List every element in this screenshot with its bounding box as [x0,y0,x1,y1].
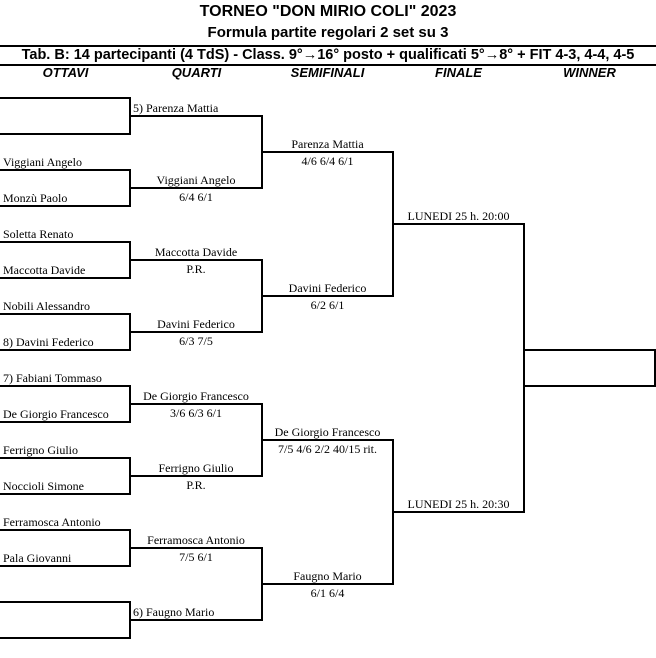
bracket-line [393,511,525,513]
bracket-line [130,115,263,117]
bracket-line [0,529,131,531]
player-name: Noccioli Simone [3,479,84,493]
player-name: Ferramosca Antonio [3,515,101,529]
column-finale: FINALE [435,65,482,80]
player-name: Viggiani Angelo [156,173,236,187]
player-name: De Giorgio Francesco [274,425,381,439]
bracket-line [0,457,131,459]
match-score: 3/6 6/3 6/1 [169,406,222,420]
player-name: Nobili Alessandro [3,299,90,313]
bracket-line [262,151,394,153]
bracket-line [262,439,394,441]
bracket-line [0,349,131,351]
player-name: Davini Federico [288,281,367,295]
bracket-line [130,619,263,621]
player-name: LUNEDI 25 h. 20:30 [407,497,510,511]
player-name: Ferrigno Giulio [3,443,78,457]
match-score: 6/4 6/1 [179,190,213,204]
divider [0,45,656,47]
winner-line [524,385,655,387]
player-name: 7) Fabiani Tommaso [3,371,102,385]
player-name: Monzù Paolo [3,191,68,205]
match-score: 7/5 4/6 2/2 40/15 rit. [278,442,377,456]
match-score: 6/2 6/1 [310,298,345,312]
bracket-line [0,313,131,315]
bracket-line [130,403,263,405]
bracket-line [0,385,131,387]
bracket-line [0,241,131,243]
player-name: 6) Faugno Mario [133,605,215,619]
bracket-line [130,475,263,477]
match-score: P.R. [186,478,206,492]
winner-connector [523,349,525,387]
bracket-line [0,565,131,567]
player-name: 8) Davini Federico [3,335,94,349]
player-name: De Giorgio Francesco [3,407,109,421]
player-name: Faugno Mario [293,569,362,583]
match-format: Formula partite regolari 2 set su 3 [207,24,449,41]
player-name: LUNEDI 25 h. 20:00 [407,209,510,223]
bracket-line [262,583,394,585]
column-ottavi: OTTAVI [42,65,89,80]
bracket-line [0,421,131,423]
player-name: 5) Parenza Mattia [133,101,219,115]
player-name: Parenza Mattia [291,137,364,151]
divider [0,64,656,66]
table-info: Tab. B: 14 partecipanti (4 TdS) - Class.… [21,47,635,63]
bracket-line [0,133,131,135]
bracket-line [130,259,263,261]
bracket-line [0,97,131,99]
bracket-line [0,205,131,207]
tournament-title: TORNEO "DON MIRIO COLI" 2023 [199,3,457,20]
bracket-line [0,637,131,639]
bracket-line [0,169,131,171]
column-semifinali: SEMIFINALI [290,65,365,80]
bracket-line [130,187,263,189]
bracket-line [0,277,131,279]
player-name: Maccotta Davide [3,263,86,277]
match-score: 7/5 6/1 [179,550,213,564]
player-name: Viggiani Angelo [3,155,82,169]
column-quarti: QUARTI [171,65,222,80]
bracket-line [0,493,131,495]
player-name: Maccotta Davide [154,245,238,259]
bracket-line [130,331,263,333]
player-name: De Giorgio Francesco [143,389,249,403]
player-name: Pala Giovanni [3,551,72,565]
match-score: 6/1 6/4 [310,586,345,600]
player-name: Soletta Renato [3,227,74,241]
winner-line [524,349,655,351]
bracket-line [262,295,394,297]
player-name: Ferramosca Antonio [147,533,245,547]
bracket-line [0,601,131,603]
bracket-line [130,547,263,549]
match-score: P.R. [186,262,206,276]
player-name: Davini Federico [157,317,235,331]
winner-line [654,349,656,387]
player-name: Ferrigno Giulio [158,461,234,475]
column-winner: WINNER [563,65,616,80]
match-score: 4/6 6/4 6/1 [301,154,354,168]
match-score: 6/3 7/5 [179,334,213,348]
bracket-line [393,223,525,225]
